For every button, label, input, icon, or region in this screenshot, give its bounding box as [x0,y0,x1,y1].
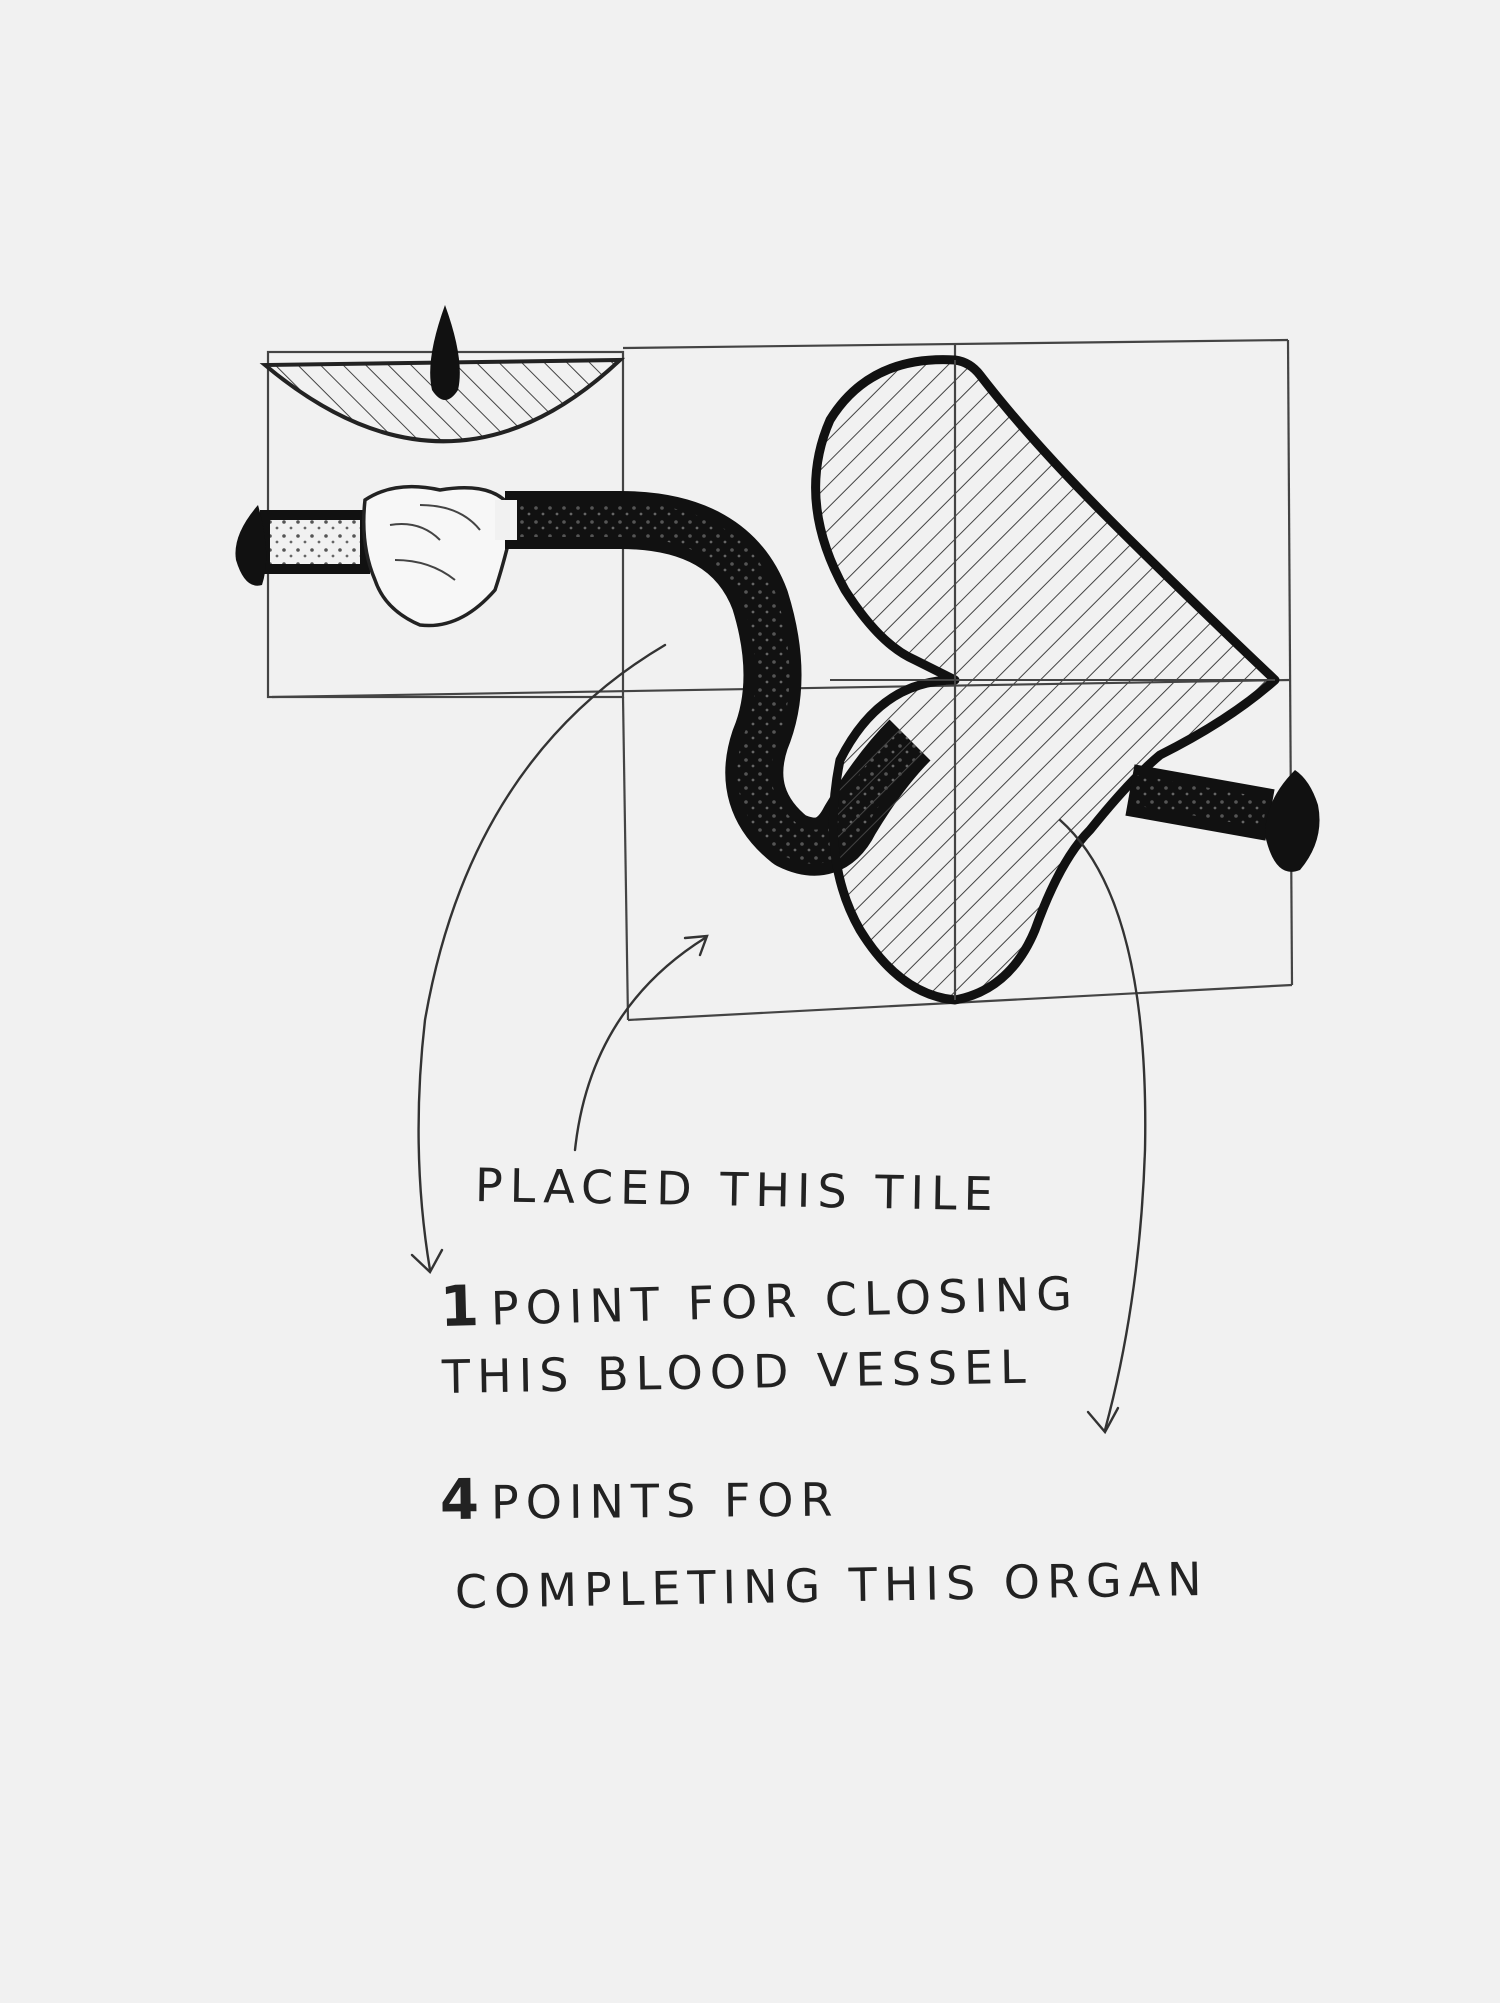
vessel-line1-text: POINT FOR CLOSING [490,1266,1080,1336]
vessel-left [260,510,370,574]
organ-points-value: 4 [439,1467,482,1533]
blood-drop-top [430,305,460,400]
arrow-to-tile [573,936,707,1152]
note-placed-tile: PLACED THIS TILE [475,1158,1001,1221]
placed-tile-text: PLACED THIS TILE [474,1158,1001,1222]
vessel-line2-text: THIS BLOOD VESSEL [441,1339,1034,1404]
tile-right-border [1286,339,1294,986]
blood-drop-left [235,505,267,586]
organ-knot [362,484,517,628]
organ-line1-text: POINTS FOR [490,1472,840,1530]
tile-top-right-border-top [622,338,1289,350]
arrow-to-vessel [417,643,667,1272]
arrow-to-organ [1058,818,1147,1432]
organ-cap-top [259,357,626,444]
vessel-points-value: 1 [439,1273,482,1340]
blood-drop-right [1265,770,1320,872]
note-vessel-line2: THIS BLOOD VESSEL [442,1340,1034,1404]
tile-bottom-left-border [621,696,630,1021]
